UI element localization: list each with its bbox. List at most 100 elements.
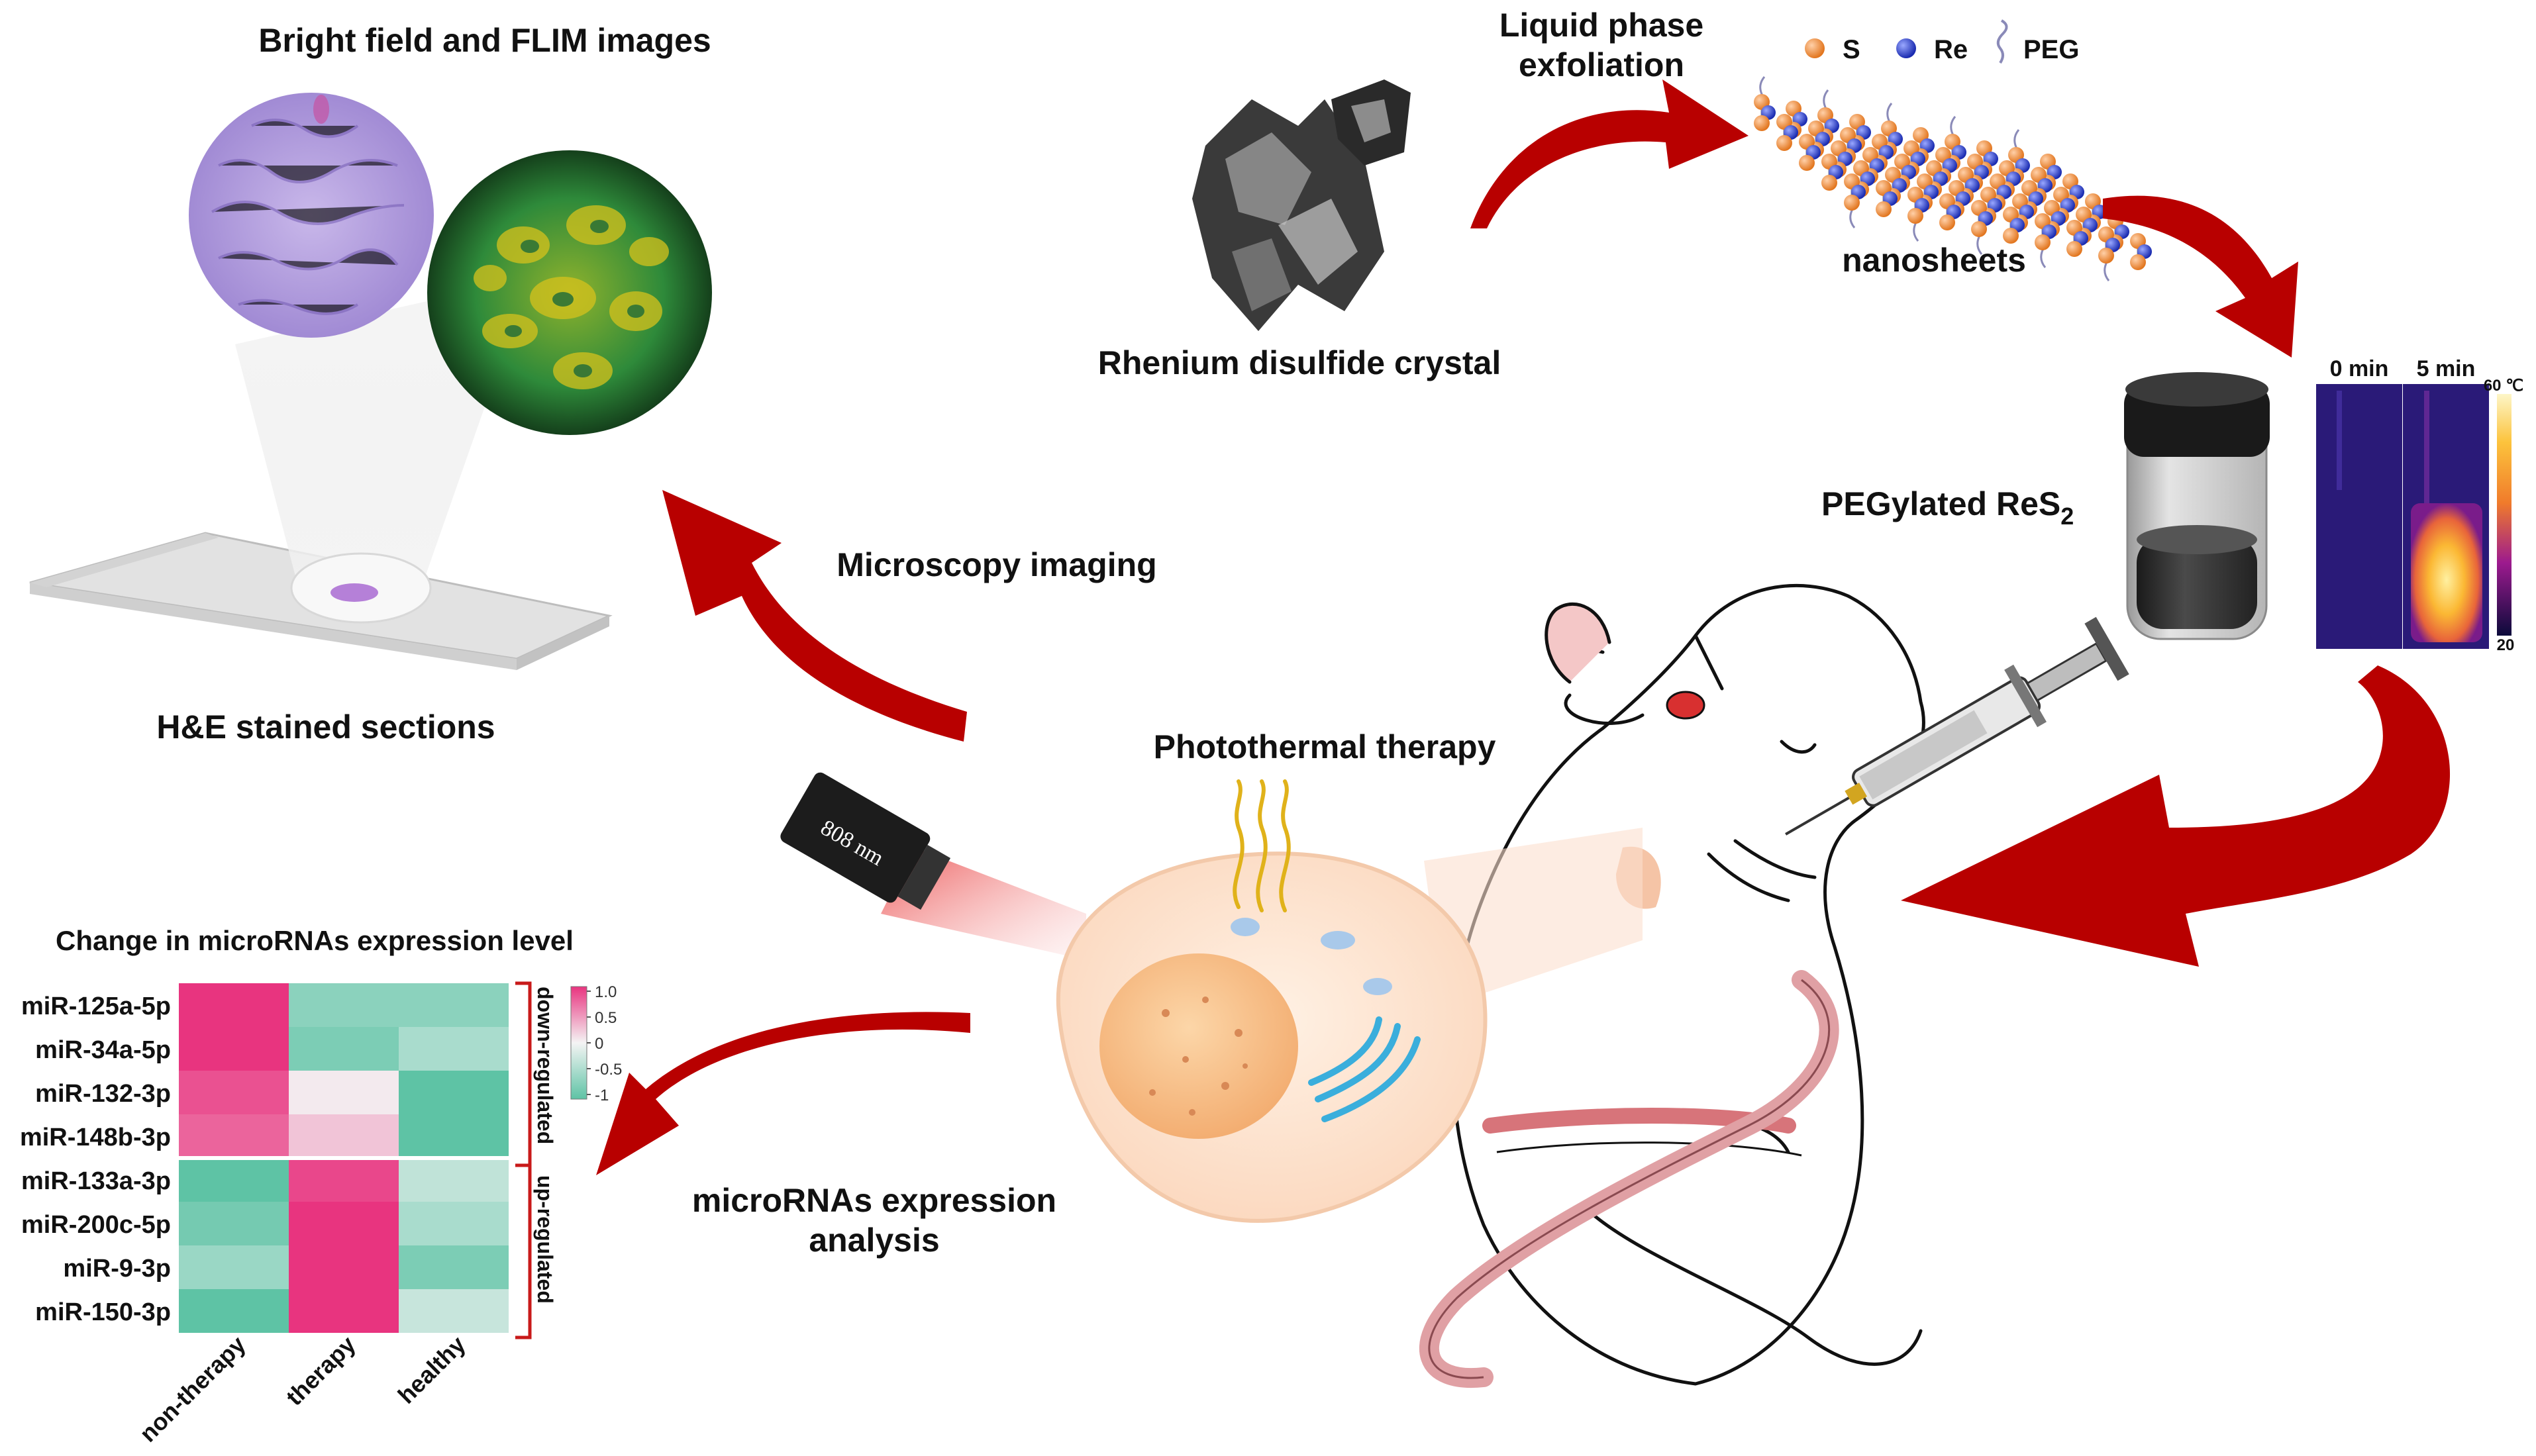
- thermal-label-5min: 5 min: [2417, 356, 2476, 381]
- arrow-injection: [1901, 665, 2451, 967]
- photothermal-label: Photothermal therapy: [1154, 728, 1496, 765]
- he-sections-label: H&E stained sections: [156, 708, 495, 746]
- peg-legend-icon: [1996, 19, 2008, 64]
- sulfur-atom: [1907, 208, 1923, 224]
- sulfur-atom: [2130, 254, 2146, 270]
- heatmap-cell: [289, 1071, 399, 1114]
- scale-tick-label: -0.5: [595, 1061, 622, 1079]
- vial-liquid: [2137, 536, 2257, 629]
- temp-max-label: 60 ℃: [2484, 377, 2523, 395]
- mirna-analysis-line2: analysis: [809, 1222, 939, 1259]
- heatmap-row-label: miR-34a-5p: [35, 1036, 171, 1064]
- glass-slide-edge: [30, 583, 517, 670]
- sulfur-atom: [1844, 195, 1860, 211]
- sulfur-atom: [1971, 221, 1987, 237]
- mouse-ear: [1545, 602, 1611, 684]
- rhenium-legend-icon: [1896, 38, 1916, 58]
- scale-tick-label: 0: [595, 1035, 603, 1053]
- sulfur-atom: [2003, 228, 2019, 244]
- microscopy-panel: Bright field and FLIM images: [29, 22, 712, 746]
- heatmap-cell: [289, 1027, 399, 1071]
- sulfur-atom: [1939, 215, 1955, 230]
- mouse: [1451, 584, 1925, 1386]
- thermal-image-0min: [2316, 384, 2402, 649]
- nanosheets-label: nanosheets: [1842, 242, 2026, 279]
- crystal-panel: Rhenium disulfide crystal Liquid phase e…: [1098, 7, 1703, 381]
- heatmap-cell: [289, 1158, 399, 1202]
- up-regulated-bracket: [515, 1163, 532, 1339]
- legend-s-label: S: [1843, 35, 1860, 64]
- cell-nucleus: [1099, 953, 1298, 1139]
- heatmap-cell: [289, 983, 399, 1027]
- laser: 808 nm: [780, 772, 1086, 960]
- arrow-exfoliation: [1470, 79, 1749, 228]
- process-arrows: [596, 79, 2451, 1175]
- heatmap-cell: [399, 1158, 509, 1202]
- crystal-label: Rhenium disulfide crystal: [1098, 344, 1501, 381]
- exfoliation-label-line1: Liquid phase: [1499, 7, 1703, 44]
- heatmap-row-label: miR-133a-3p: [21, 1167, 171, 1195]
- down-regulated-label: down-regulated: [533, 987, 557, 1144]
- legend-peg-label: PEG: [2023, 35, 2079, 64]
- tumor-cell: Photothermal therapy: [1056, 728, 1643, 1223]
- sulfur-atom: [1876, 201, 1892, 217]
- arrow-microscopy: [662, 490, 967, 742]
- arrow-to-vial: [2103, 195, 2298, 358]
- tissue-sample: [330, 583, 378, 602]
- sulfur-atom: [2098, 248, 2114, 264]
- vesicle: [1231, 918, 1260, 936]
- heatmap-color-scale: [570, 986, 587, 1100]
- thermal-hot-region: [2411, 503, 2482, 642]
- heatmap-cell: [179, 1202, 289, 1245]
- heatmap-cell: [179, 1114, 289, 1158]
- heatmap-column-label: non-therapy: [134, 1331, 251, 1447]
- heatmap-row-label: miR-150-3p: [35, 1298, 171, 1326]
- mirna-analysis-line1: microRNAs expression: [692, 1182, 1056, 1219]
- peg-res2-label: PEGylated ReS2: [1821, 485, 2074, 530]
- heatmap-cell: [179, 1071, 289, 1114]
- heat-waves: [1233, 779, 1291, 912]
- sulfur-atom: [1754, 115, 1770, 131]
- heatmap-cell: [179, 983, 289, 1027]
- heatmap-row-label: miR-125a-5p: [21, 993, 171, 1020]
- golgi-apparatus: [1308, 1016, 1421, 1122]
- res2-nanosheet-structure: [1754, 76, 2152, 281]
- heatmap-cell: [179, 1245, 289, 1289]
- sulfur-atom: [2066, 241, 2082, 257]
- zoom-wedge: [1424, 828, 1643, 1006]
- heatmap-cell: [399, 1289, 509, 1333]
- heatmap-cell: [399, 1202, 509, 1245]
- heatmap-cell: [399, 1071, 509, 1114]
- heatmap-row-label: miR-200c-5p: [21, 1211, 171, 1239]
- heatmap-row-label: miR-132-3p: [35, 1080, 171, 1108]
- sulfur-atom: [2035, 234, 2051, 250]
- sulfur-atom: [1821, 175, 1837, 191]
- heatmap-column-label: therapy: [281, 1331, 361, 1411]
- heatmap-panel: Change in microRNAs expression level miR…: [20, 925, 622, 1447]
- heatmap-row-label: miR-9-3p: [63, 1255, 171, 1283]
- mouse-eye: [1666, 691, 1705, 720]
- heatmap-cell: [179, 1027, 289, 1071]
- down-regulated-bracket: [515, 981, 532, 1167]
- vial-panel: PEGylated ReS2 0 min 5 min 60 ℃ 20: [1821, 356, 2523, 654]
- temp-min-label: 20: [2497, 636, 2515, 654]
- heatmap-column-label: healthy: [393, 1331, 471, 1409]
- heatmap-cell: [289, 1245, 399, 1289]
- up-regulated-label: up-regulated: [533, 1175, 557, 1304]
- heatmap-row-label: miR-148b-3p: [20, 1124, 171, 1151]
- arrow-mirna: [596, 1012, 970, 1175]
- nanosheet-panel: S Re PEG nanosheets: [1754, 19, 2152, 281]
- scale-tick-label: 1.0: [595, 983, 617, 1001]
- exfoliation-label-line2: exfoliation: [1519, 46, 1684, 83]
- heatmap-title: Change in microRNAs expression level: [56, 925, 574, 956]
- heatmap-cell: [399, 1245, 509, 1289]
- heatmap-cell: [179, 1289, 289, 1333]
- sulfur-atom: [1776, 135, 1792, 151]
- heatmap-cell: [399, 1027, 509, 1071]
- heatmap-cell: [289, 1202, 399, 1245]
- heatmap-grid: miR-125a-5p miR-34a-5p miR-132-3p miR-148b-…: [20, 983, 509, 1447]
- syringe-needle: [1785, 790, 1861, 836]
- bright-field-title: Bright field and FLIM images: [258, 22, 711, 59]
- heatmap-scale-ticks: 1.00.50-0.5-1: [587, 983, 622, 1104]
- heatmap-cell: [289, 1289, 399, 1333]
